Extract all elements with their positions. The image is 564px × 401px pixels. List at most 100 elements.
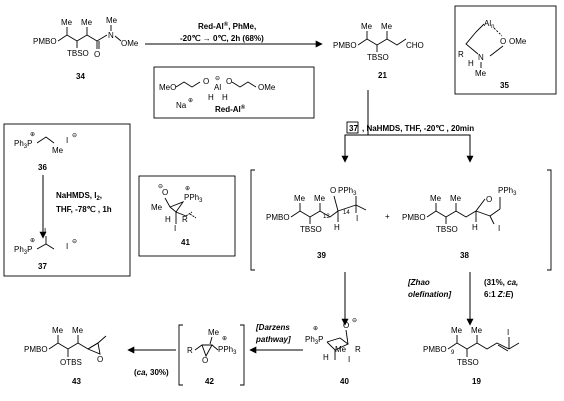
yield-19-line1: (31%, ca, <box>484 278 518 287</box>
condition-iodination-1: NaHMDS, I2, <box>56 191 102 202</box>
minus-charge-icon: ⊖ <box>215 76 220 82</box>
me-label: Me <box>52 326 64 335</box>
tbso-label: TBSO <box>300 225 322 234</box>
vinyl-iodide-label: I <box>507 328 509 337</box>
aluminate-al-label: Al <box>214 83 221 92</box>
h-label: H <box>208 93 214 102</box>
iodide-label: I <box>66 136 68 145</box>
ome-label: OMe <box>121 39 139 48</box>
ph3p-label: Ph3P <box>14 245 32 256</box>
pph3-label: PPh3 <box>338 186 357 197</box>
r-label: R <box>182 215 188 224</box>
h-label: H <box>165 215 171 224</box>
pph3-label: PPh3 <box>184 193 203 204</box>
compound-38-structure: PMBO Me Me TBSO O PPh3 H I 38 <box>402 186 517 260</box>
tbso-label: TBSO <box>436 225 458 234</box>
compound-21-structure: PMBO Me Me TBSO CHO 21 <box>333 22 424 80</box>
compound-number-36: 36 <box>38 163 47 172</box>
me-label: Me <box>450 194 462 203</box>
me-label: Me <box>451 326 463 335</box>
o-label: O <box>343 321 349 330</box>
o-label: O <box>486 195 492 204</box>
compound-number-34: 34 <box>76 72 85 81</box>
i-label: I <box>356 214 358 223</box>
chelate-model-box <box>454 5 557 95</box>
h-label: H <box>323 353 329 362</box>
plus-charge-icon: ⊕ <box>313 326 318 332</box>
o-label: O <box>500 37 506 46</box>
minus-charge-icon: ⊖ <box>352 318 357 324</box>
compound-number-37: 37 <box>38 262 47 271</box>
me-label: Me <box>72 326 84 335</box>
r-label: R <box>187 346 193 355</box>
condition-step1-line1: Red-Al®, PhMe, <box>198 21 256 31</box>
redal-name: Red-Al® <box>215 104 246 114</box>
compound-40-structure: Ph3P ⊕ O ⊖ Me H R I 40 <box>305 318 361 386</box>
darzens-2: pathway] <box>255 335 291 344</box>
h-label: H <box>334 223 340 232</box>
o-label: O <box>330 186 336 195</box>
position-14: 14 <box>343 210 350 216</box>
me-label: Me <box>475 69 487 78</box>
bracket-left <box>250 169 255 271</box>
compound-41-structure: ⊖ O ⊕ PPh3 Me H R I 41 <box>151 184 203 247</box>
compound-number-41: 41 <box>181 238 190 247</box>
me-label: Me <box>471 326 483 335</box>
condition-step2: , NaHMDS, THF, -20℃ , 20min <box>362 124 474 133</box>
o-label: O <box>203 77 209 86</box>
plus-sign: + <box>385 212 390 221</box>
pmbo-label: PMBO <box>24 345 48 354</box>
me-label: Me <box>430 194 442 203</box>
al-label: Aln <box>484 19 494 30</box>
compound-number-43: 43 <box>72 377 81 386</box>
reagent-37-ref: 37 <box>349 124 358 133</box>
pmbo-label: PMBO <box>402 213 426 222</box>
minus-charge-icon: ⊖ <box>72 133 77 139</box>
o-label: O <box>162 188 168 197</box>
compound-number-19: 19 <box>472 377 481 386</box>
pmbo-label: PMBO <box>423 345 447 354</box>
h-label: H <box>472 223 478 232</box>
pmbo-label: PMBO <box>333 41 357 50</box>
darzens-1: [Darzens <box>255 323 290 332</box>
zhao-olefination-1: [Zhao <box>407 278 430 287</box>
me-label: Me <box>52 146 64 155</box>
minus-charge-icon: ⊖ <box>158 184 163 190</box>
transition-state-box <box>138 175 236 257</box>
compound-number-40: 40 <box>340 377 349 386</box>
plus-charge-icon: ⊕ <box>222 336 227 342</box>
pmbo-label: PMBO <box>266 213 290 222</box>
redal-structure: MeO O Al ⊖ O OMe H H Na ⊕ Red-Al® <box>159 76 276 114</box>
compound-number-42: 42 <box>205 377 214 386</box>
sodium-label: Na <box>176 101 187 110</box>
pph3-label: PPh3 <box>218 345 237 356</box>
ome-label: OMe <box>509 37 527 46</box>
me-label: Me <box>151 203 163 212</box>
me-label: Me <box>81 18 93 27</box>
position-13: 13 <box>323 214 330 220</box>
meo-label: MeO <box>159 83 176 92</box>
r-label: R <box>458 50 464 59</box>
i-label: I <box>44 227 46 236</box>
me-label: Me <box>381 22 393 31</box>
me-label: Me <box>208 328 220 337</box>
ome-label: OMe <box>258 83 276 92</box>
i-label: I <box>498 224 500 233</box>
ylide-preparation-box <box>3 123 131 277</box>
plus-charge-icon: ⊕ <box>185 186 190 192</box>
yield-43: (ca, 30%) <box>134 368 169 377</box>
i-label: I <box>348 355 350 364</box>
compound-37-structure: Ph3P ⊕ I I ⊖ 37 <box>14 227 77 271</box>
plus-charge-icon: ⊕ <box>188 98 193 104</box>
me-label: Me <box>106 16 118 25</box>
h-label: H <box>468 59 474 68</box>
pph3-label: PPh3 <box>498 186 517 197</box>
pmbo-label: PMBO <box>33 37 57 46</box>
yield-19-line2: 6:1 Z:E) <box>484 290 514 299</box>
compound-number-39: 39 <box>317 251 326 260</box>
bracket-42-right <box>240 324 245 386</box>
plus-charge-icon: ⊕ <box>30 238 35 244</box>
compound-35-structure: Aln O OMe N Me R H 35 <box>458 19 527 90</box>
compound-number-21: 21 <box>378 71 387 80</box>
